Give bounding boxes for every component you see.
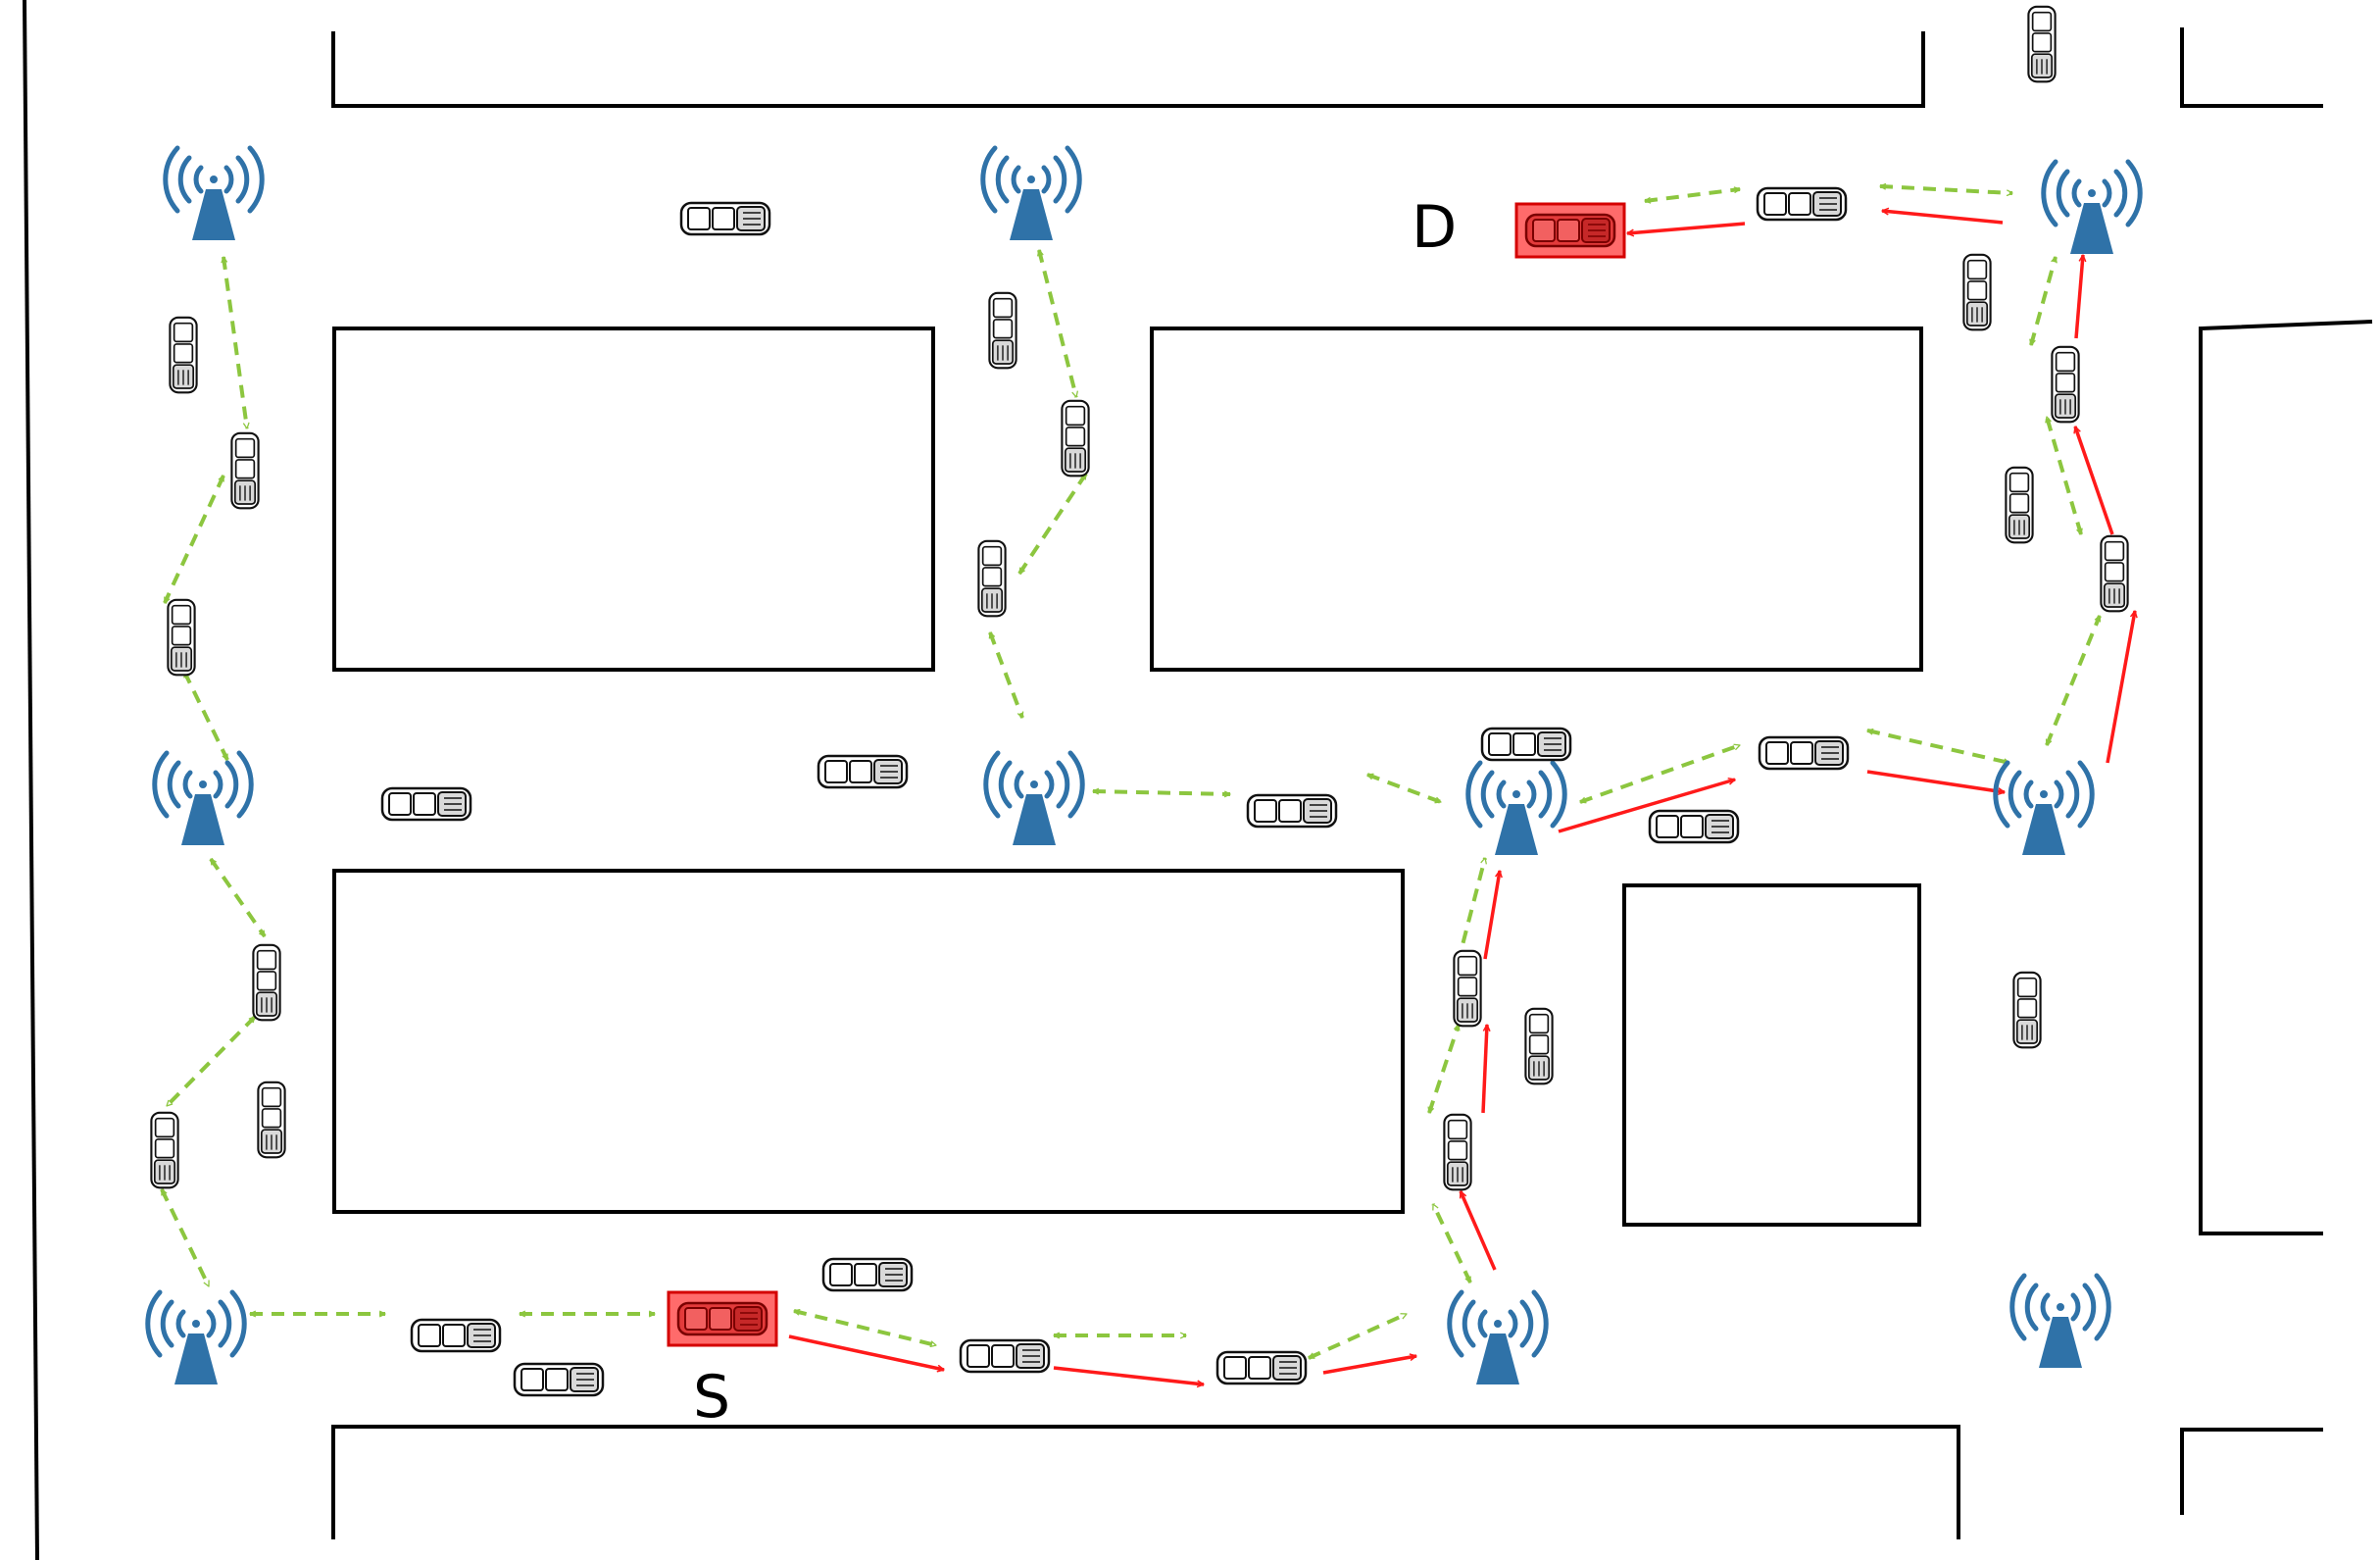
wireless-tower-icon: [148, 1292, 244, 1384]
route-hop: [1459, 1191, 1497, 1271]
link: [988, 632, 1024, 718]
link: [1880, 186, 2012, 193]
wireless-tower-icon: [166, 148, 262, 240]
car-icon: [2005, 466, 2034, 544]
road-edge-right: [2199, 320, 2373, 1235]
road-edge-bottom-right: [2180, 1428, 2323, 1515]
route-hop: [1627, 222, 1746, 233]
link: [2045, 616, 2102, 745]
car-icon: [1480, 727, 1572, 762]
link: [1309, 1312, 1407, 1360]
route-hop: [1053, 1366, 1204, 1384]
car-icon: [410, 1318, 502, 1353]
car-icon: [988, 291, 1017, 370]
link: [1580, 743, 1740, 804]
link: [165, 1015, 257, 1108]
road-edge-top-right: [2180, 27, 2323, 108]
car-icon: [679, 201, 771, 236]
route-hop: [2106, 611, 2135, 764]
road-layout: [23, 0, 2373, 1560]
destination-car-icon: [1514, 202, 1626, 259]
building-block-2: [1150, 327, 1923, 672]
link: [1458, 858, 1485, 964]
communication-links: [160, 186, 2102, 1360]
road-edge-bottom-block: [331, 1425, 1960, 1539]
routing-path: [788, 211, 2135, 1384]
car-icon: [257, 1081, 286, 1159]
link: [160, 1189, 211, 1286]
destination-label: D: [1412, 193, 1457, 262]
car-icon: [1648, 809, 1740, 844]
link: [1039, 250, 1076, 397]
link: [1427, 1025, 1461, 1113]
car-icon: [959, 1338, 1051, 1374]
car-icon: [1962, 253, 1992, 331]
car-icon: [513, 1362, 605, 1397]
car-icon: [1758, 735, 1850, 771]
wireless-tower-icon: [1468, 763, 1564, 855]
car-icon: [2051, 345, 2080, 424]
wireless-tower-icon: [2044, 162, 2140, 254]
car-icon: [1756, 186, 1848, 222]
route-hop: [2075, 427, 2114, 535]
car-icon: [1443, 1113, 1472, 1191]
building-block-1: [332, 327, 935, 672]
route-hop: [1483, 871, 1500, 960]
route-hop: [2074, 255, 2083, 339]
route-hop: [1322, 1356, 1416, 1375]
wireless-tower-icon: [1450, 1292, 1546, 1384]
building-block-3: [332, 869, 1405, 1214]
car-icon: [252, 943, 281, 1022]
car-icon: [1246, 793, 1338, 829]
car-icon: [2012, 971, 2042, 1049]
vehicles: [150, 5, 2129, 1397]
link: [163, 476, 225, 603]
car-icon: [230, 431, 260, 510]
route-hop: [1558, 780, 1735, 833]
wireless-tower-icon: [1996, 763, 2092, 855]
link: [223, 257, 247, 428]
link: [2029, 257, 2058, 345]
wireless-tower-icon: [2012, 1276, 2108, 1368]
car-icon: [2100, 534, 2129, 613]
link: [794, 1311, 936, 1345]
car-icon: [817, 754, 909, 789]
link: [2045, 417, 2083, 534]
car-icon: [169, 316, 198, 394]
link: [1645, 189, 1740, 201]
building-block-4: [1622, 883, 1921, 1227]
car-icon: [1215, 1350, 1308, 1385]
link: [182, 672, 229, 760]
car-icon: [2027, 5, 2057, 83]
source-car-icon: [667, 1290, 778, 1347]
wireless-tower-icon: [986, 753, 1082, 845]
route-hop: [1866, 770, 2005, 792]
road-edge-top-block: [331, 31, 1925, 108]
car-icon: [380, 786, 472, 822]
route-hop: [1481, 1025, 1487, 1114]
car-icon: [167, 598, 196, 677]
road-edge-left: [23, 0, 39, 1560]
car-icon: [1524, 1007, 1554, 1085]
route-hop: [788, 1334, 944, 1370]
route-hop: [1882, 211, 2004, 225]
car-icon: [1453, 949, 1482, 1028]
link: [1867, 730, 2009, 763]
wireless-tower-icon: [155, 753, 251, 845]
source-label: S: [693, 1363, 730, 1432]
link: [1367, 773, 1441, 804]
car-icon: [821, 1257, 914, 1292]
link: [209, 859, 267, 936]
link: [1093, 791, 1230, 794]
link: [1431, 1204, 1472, 1283]
car-icon: [150, 1111, 179, 1189]
link: [1017, 474, 1088, 574]
wireless-tower-icon: [983, 148, 1079, 240]
car-icon: [1061, 399, 1090, 478]
car-icon: [977, 539, 1007, 618]
